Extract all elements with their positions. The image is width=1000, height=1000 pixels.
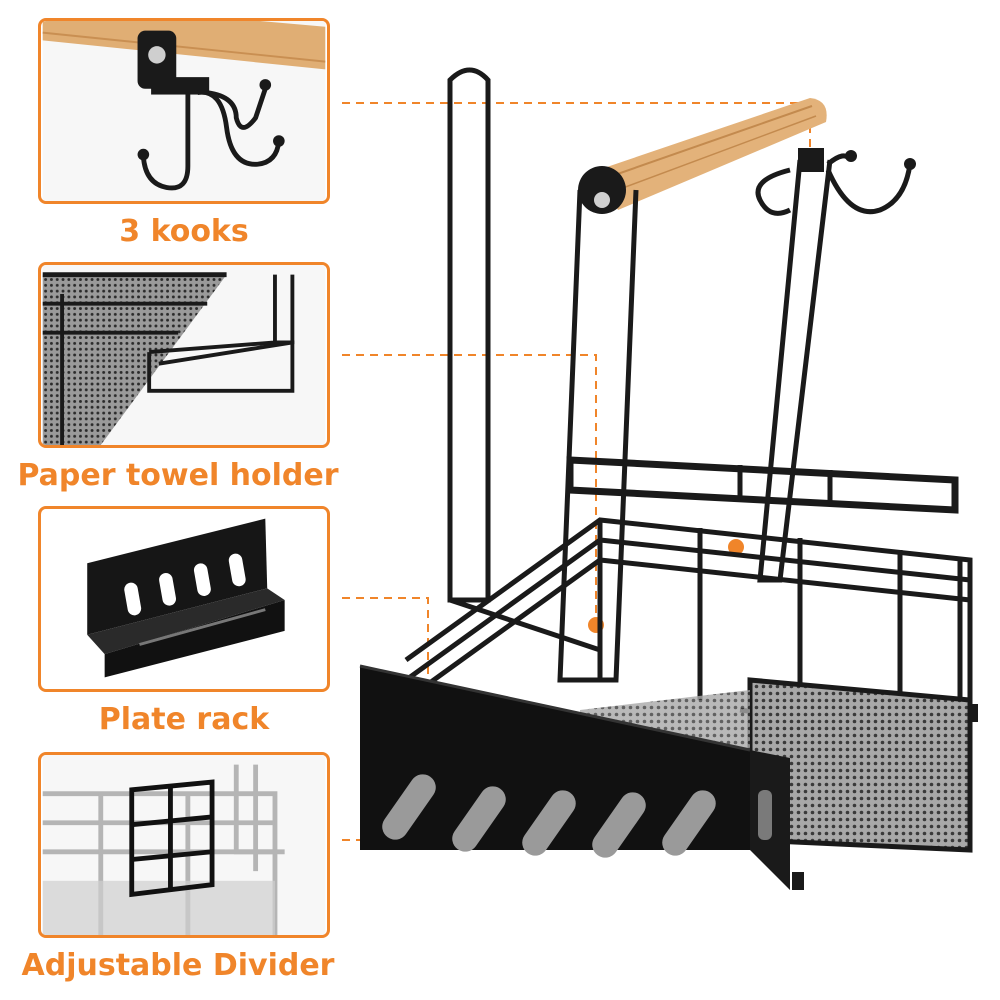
hooks-detail-image: [42, 21, 326, 201]
divider-detail-image: [42, 755, 326, 935]
plate-detail-panel: [38, 506, 330, 692]
caddy-product-image: [359, 67, 978, 890]
towel-caption: Paper towel holder: [17, 458, 339, 493]
plate-caption: Plate rack: [98, 702, 270, 737]
hooks-caption: 3 kooks: [119, 214, 249, 249]
plate-detail-image: [42, 509, 326, 689]
hooks-detail-panel: [38, 18, 330, 204]
divider-caption: Adjustable Divider: [21, 948, 335, 983]
towel-detail-image: [42, 265, 326, 445]
divider-detail-panel: [38, 752, 330, 938]
towel-detail-panel: [38, 262, 330, 448]
